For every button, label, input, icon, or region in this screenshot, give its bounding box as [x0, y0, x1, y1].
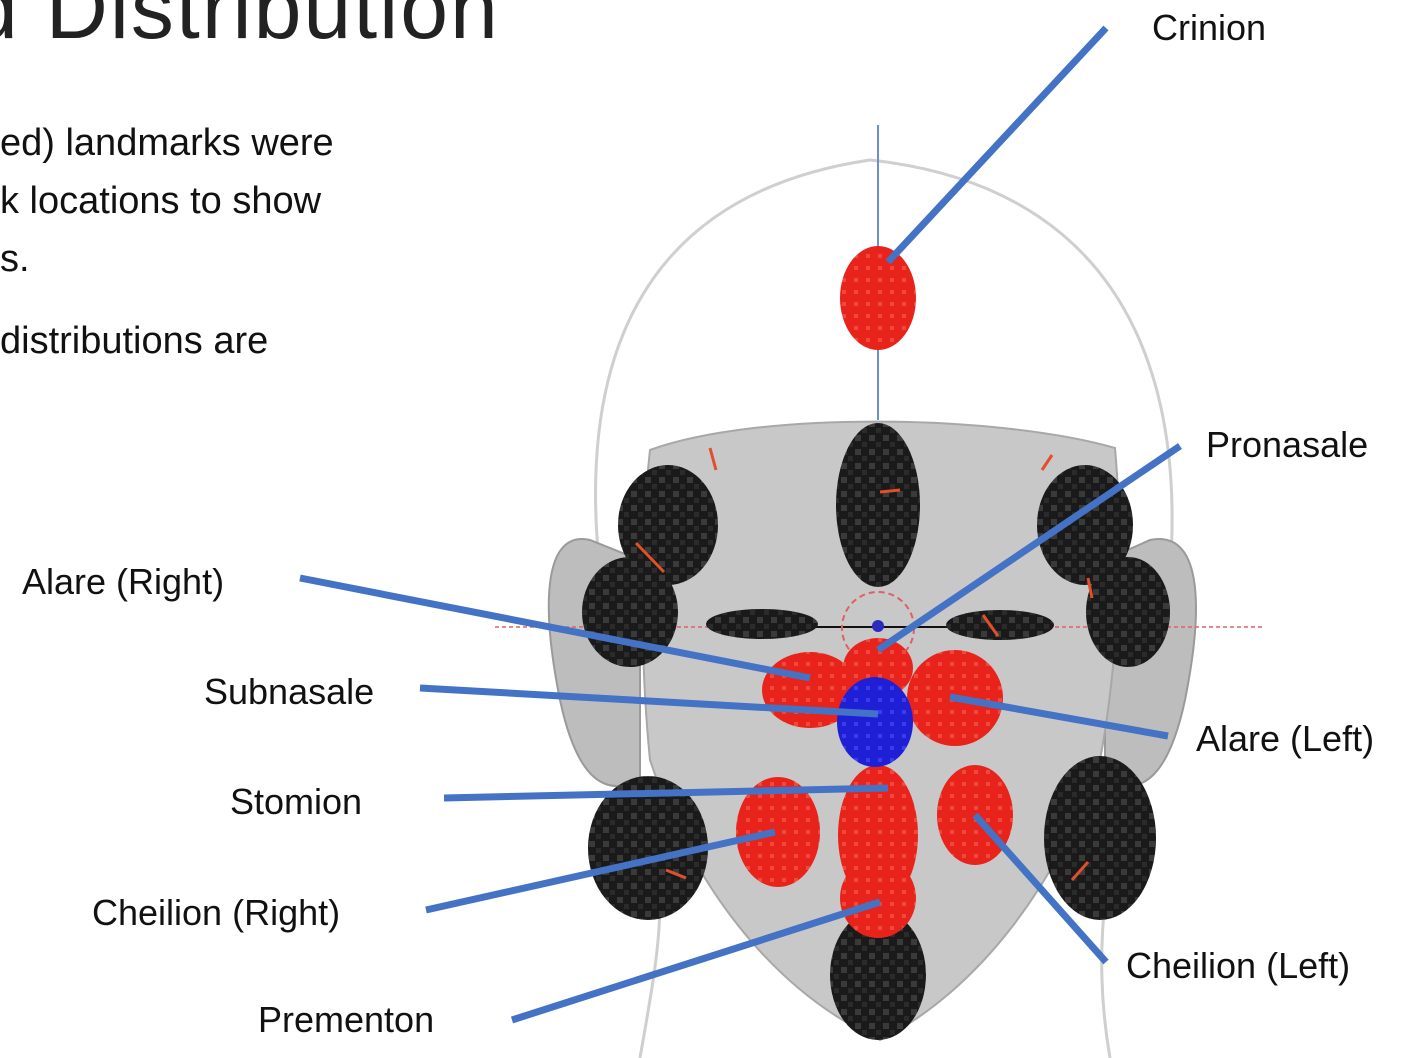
automatic-cluster-eye-left-of-subject [946, 610, 1054, 640]
leader-line-subnasale [419, 684, 879, 718]
label-subnasale: Subnasale [204, 671, 374, 712]
orientation-ticks [634, 447, 1094, 881]
leader-lines [299, 25, 1182, 1024]
leader-line-alare-left [949, 693, 1169, 740]
automatic-cluster-jaw-right-of-subject [588, 776, 708, 920]
label-stomion: Stomion [230, 781, 362, 822]
leader-line-stomion [443, 784, 889, 802]
crosshair-center [872, 620, 884, 632]
slide-title: d Distribution [0, 0, 500, 57]
label-crinion: Crinion [1152, 7, 1266, 48]
label-prementon: Prementon [258, 999, 434, 1040]
leader-line-pronasale [876, 443, 1182, 653]
manual-cluster-cheilion-right [736, 777, 820, 887]
leader-line-cheilion-left [972, 812, 1109, 965]
automatic-cluster-eye-right-of-subject [706, 609, 818, 639]
label-cheilion-right: Cheilion (Right) [92, 892, 340, 933]
label-alare-left: Alare (Left) [1196, 718, 1374, 759]
body-text-line: ed) landmarks were [0, 122, 334, 164]
body-text-line: s. [0, 238, 30, 280]
manual-cluster-prementon [840, 858, 916, 938]
label-cheilion-left: Cheilion (Left) [1126, 945, 1350, 986]
automatic-cluster-jaw-left-of-subject [1044, 756, 1156, 920]
body-text-line: k locations to show [0, 180, 322, 222]
cluster-subnasale [837, 677, 913, 767]
body-text-line: distributions are [0, 320, 269, 362]
head-outline [594, 158, 1174, 651]
label-pronasale: Pronasale [1206, 424, 1368, 465]
leader-line-alare-right [299, 574, 811, 682]
automatic-cluster-upper-right-of-subject [618, 465, 718, 585]
leader-line-cheilion-right [425, 828, 776, 914]
automatic-cluster-lower-left-of-subject [1086, 557, 1170, 667]
automatic-cluster-chin [830, 910, 926, 1040]
leader-line-prementon [510, 898, 882, 1024]
manual-cluster-crinion [840, 246, 916, 350]
leader-line-crinion [885, 25, 1109, 265]
automatic-cluster-forehead-center [836, 423, 920, 587]
label-alare-right: Alare (Right) [22, 561, 224, 602]
neck-outline-right [1100, 899, 1112, 1058]
